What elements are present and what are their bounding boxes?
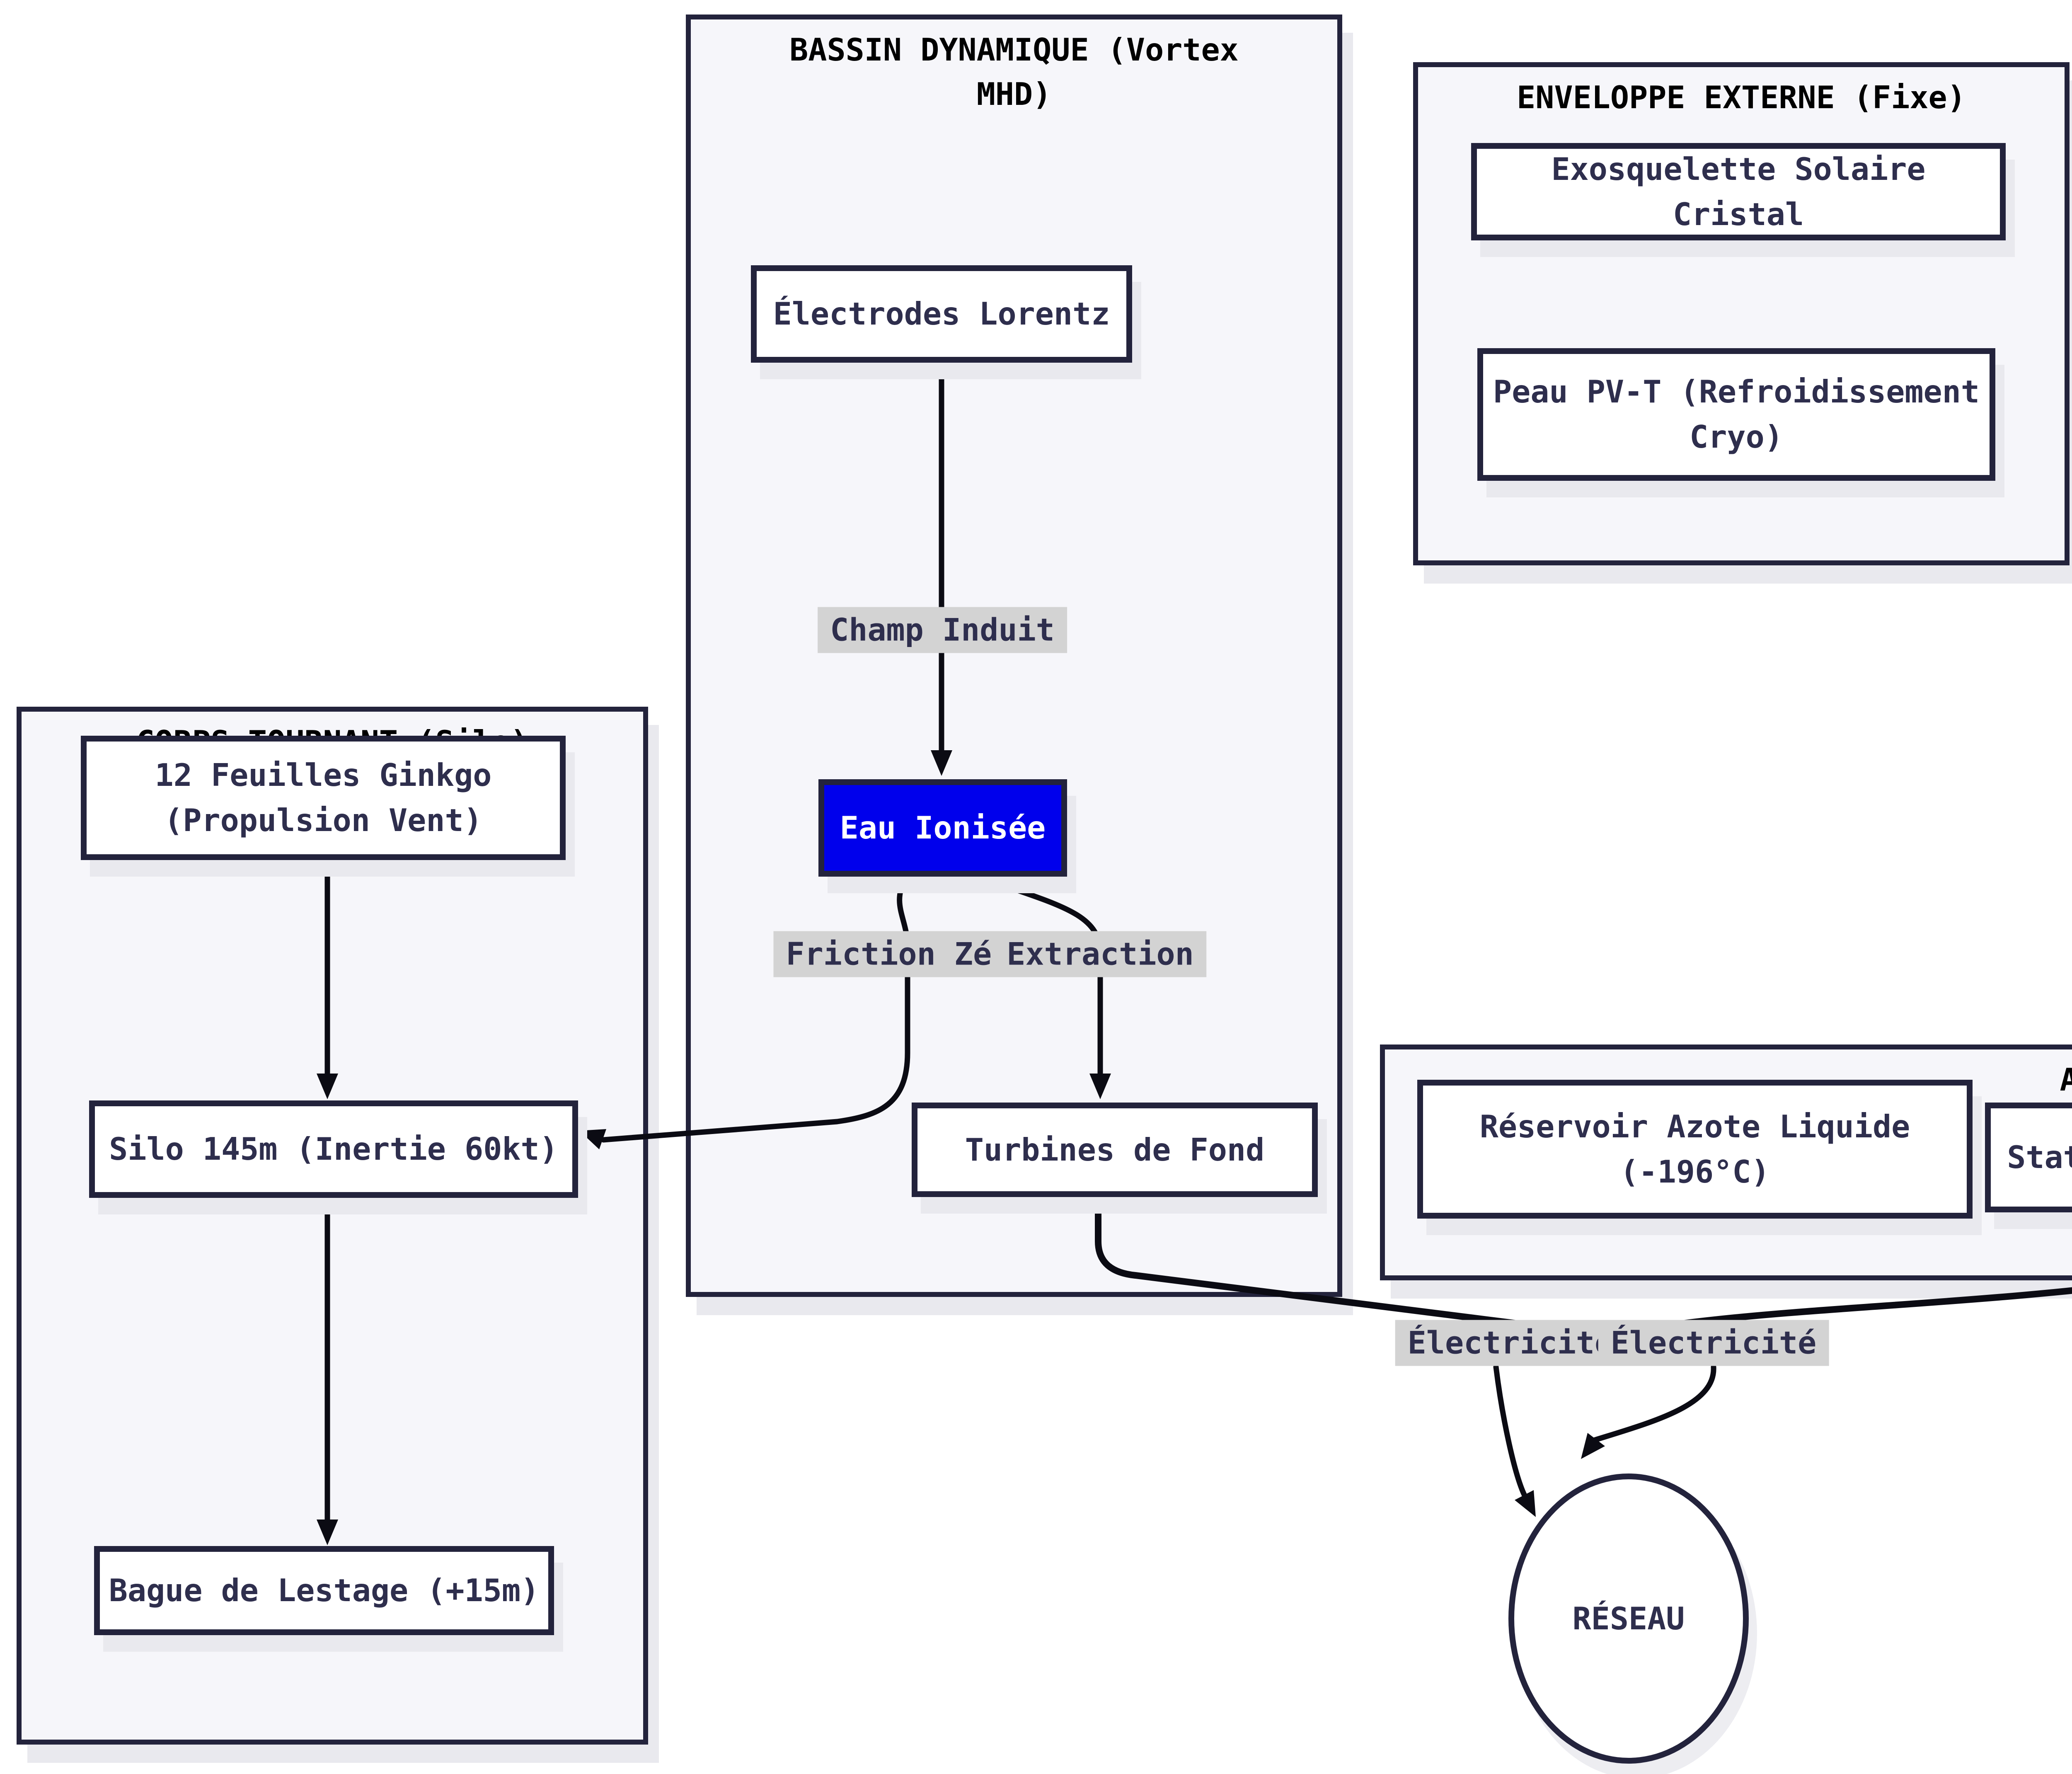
container-title-enveloppe: ENVELOPPE EXTERNE (Fixe) [1517,79,1966,116]
node-label-eau: Eau Ionisée [840,809,1046,846]
node-label-bague: Bague de Lestage (+15m) [109,1572,540,1609]
node-electrodes-lorentz: Électrodes Lorentz [751,265,1132,363]
arrowhead-bague [317,1520,338,1545]
node-label-turbines: Turbines de Fond [965,1131,1265,1168]
node-peau-pvt: Peau PV-T (Refroidissement Cryo) [1477,348,1995,481]
edge-stator-to-reseau-lower [1592,1364,1716,1443]
node-eau-ionisee: Eau Ionisée [818,779,1067,877]
edge-label-extraction: Extraction [994,931,1206,977]
node-reservoir-azote: Réservoir Azote Liquide (-196°C) [1417,1080,1973,1219]
edge-turbines-to-reseau-upper [1095,1194,1579,1334]
edge-turbines-to-reseau-lower [1493,1364,1528,1499]
container-title-axe: AXE CENTRAL (Fixe / Cryogénique) [2060,1061,2072,1098]
container-bassin-dynamique: BASSIN DYNAMIQUE (Vortex MHD) [686,15,1342,1297]
node-label-reservoir: Réservoir Azote Liquide (-196°C) [1479,1108,1910,1190]
container-title-bassin: BASSIN DYNAMIQUE (Vortex MHD) [789,32,1239,112]
edge-label-electricite-right: Électricité [1598,1320,1829,1366]
node-label-silo: Silo 145m (Inertie 60kt) [109,1131,558,1168]
node-label-exosquelette: Exosquelette Solaire Cristal [1551,150,1926,233]
arrowhead-reseau-left [1515,1490,1536,1517]
node-label-ginkgo: 12 Feuilles Ginkgo (Propulsion Vent) [155,757,492,839]
edge-label-electricite-left: Électricité [1395,1320,1626,1366]
arrowhead-silo-friction [579,1129,606,1149]
node-label-peau: Peau PV-T (Refroidissement Cryo) [1493,373,1980,455]
node-label-electrodes: Électrodes Lorentz [773,296,1110,332]
node-bague-lestage: Bague de Lestage (+15m) [94,1546,554,1635]
edge-eau-to-silo-friction [600,875,910,1143]
edge-label-champ-induit: Champ Induit [818,607,1067,653]
node-silo: Silo 145m (Inertie 60kt) [89,1100,578,1198]
node-reseau: RÉSEAU [1508,1473,1749,1764]
node-label-stator: Stator MGC (Générateur) [2007,1139,2072,1176]
node-turbines-de-fond: Turbines de Fond [912,1103,1318,1197]
node-stator-mgc: Stator MGC (Générateur) [1985,1103,2072,1212]
node-feuilles-ginkgo: 12 Feuilles Ginkgo (Propulsion Vent) [81,736,566,860]
arrowhead-silo-top [317,1074,338,1099]
arrowhead-reseau-right [1581,1433,1605,1459]
node-exosquelette: Exosquelette Solaire Cristal [1471,143,2006,240]
node-label-reseau: RÉSEAU [1572,1600,1685,1637]
arrowhead-eau [931,750,952,776]
arrowhead-turbines [1089,1074,1111,1099]
